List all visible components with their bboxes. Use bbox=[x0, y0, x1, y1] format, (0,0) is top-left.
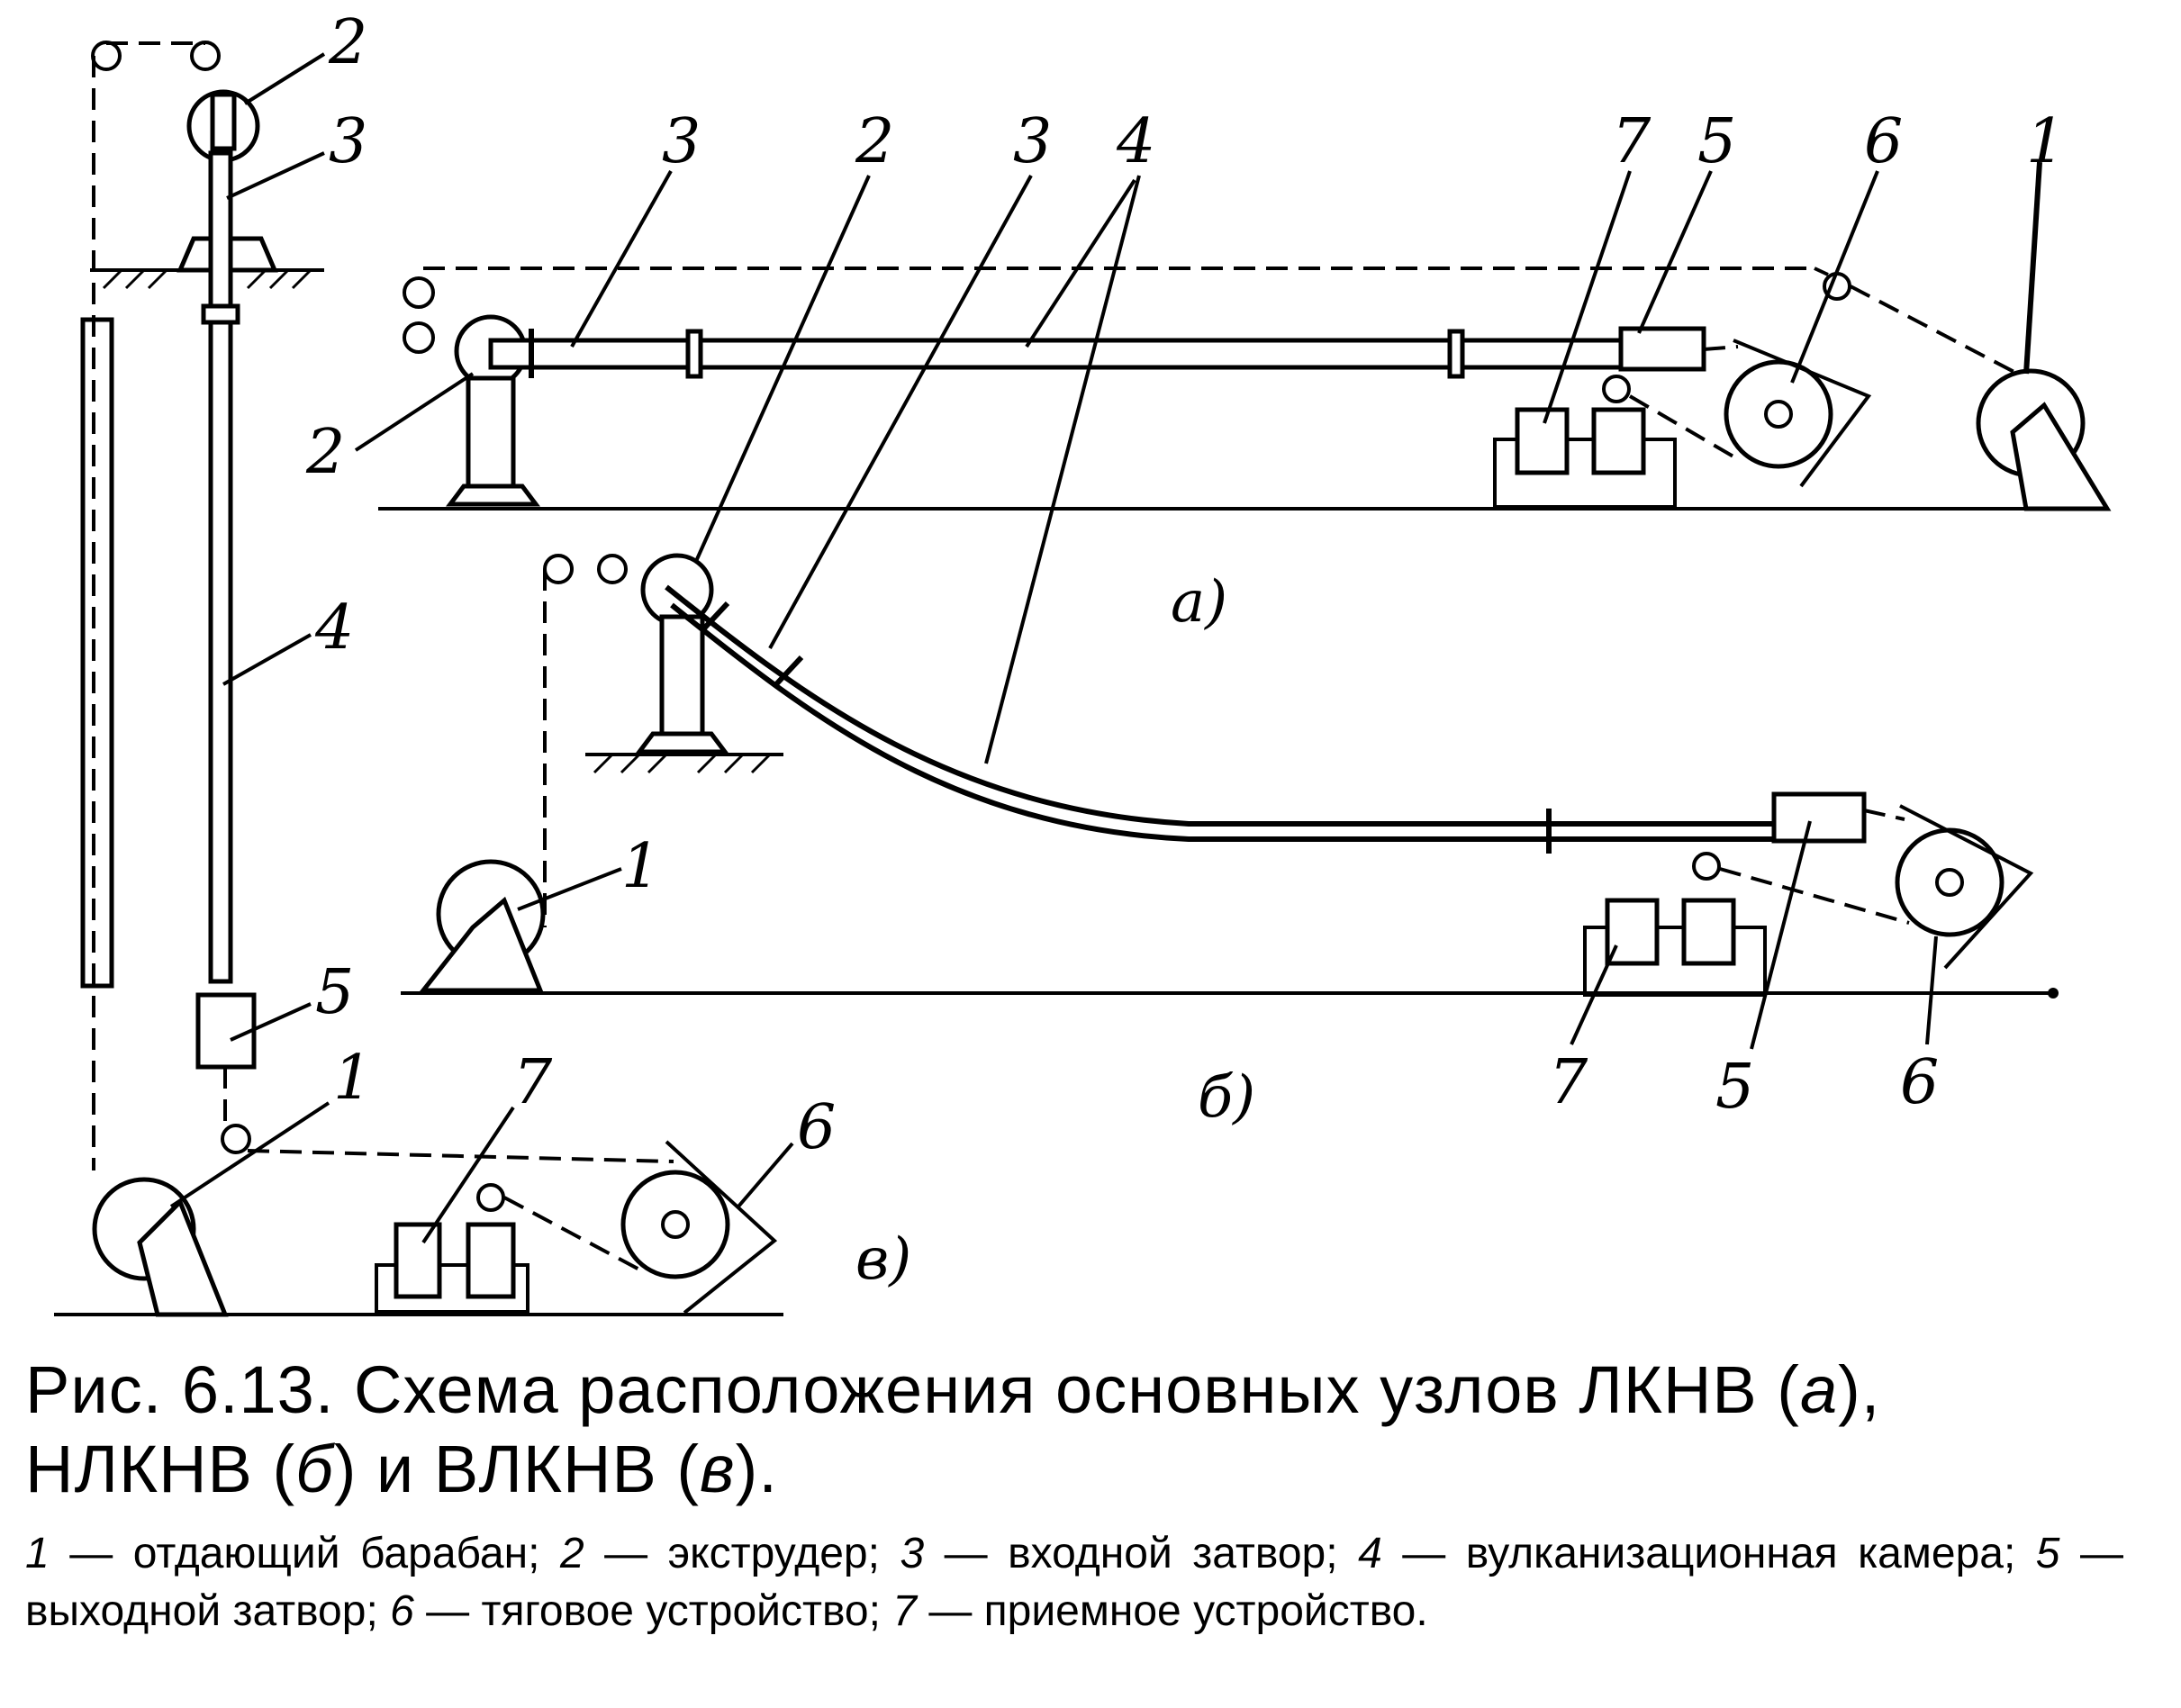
legend-num-3: 3 bbox=[900, 1530, 925, 1577]
inclined-line-diagram: 1 7 5 6 б) bbox=[401, 553, 2059, 1131]
label-1-b: 1 bbox=[621, 831, 660, 902]
catenary-vulcanization-tube bbox=[665, 584, 1783, 827]
exit-seal-a bbox=[1618, 326, 1706, 372]
label-2-v: 2 bbox=[328, 7, 367, 78]
vertical-vulcanization-tube bbox=[208, 150, 233, 984]
vertical-line-diagram: 2 3 4 5 1 7 6 в) bbox=[54, 7, 911, 1317]
label-1-v: 1 bbox=[333, 1043, 372, 1114]
figure-caption: Рис. 6.13. Схема расположения основных у… bbox=[25, 1351, 2123, 1640]
legend-num-2: 2 bbox=[559, 1530, 584, 1577]
haul-off-v bbox=[620, 1170, 730, 1279]
schematic-figure: 2 3 4 5 1 7 6 в) bbox=[54, 7, 2112, 1317]
caption-title-mid1: ), НЛКНВ ( bbox=[25, 1352, 1881, 1506]
subfigure-label-a: а) bbox=[1171, 569, 1227, 636]
label-3-b: 3 bbox=[1013, 106, 1052, 177]
legend-text-2: — экструдер; bbox=[584, 1530, 900, 1577]
exit-seal-v bbox=[195, 992, 257, 1070]
exit-seal-b bbox=[1771, 791, 1867, 844]
label-7-b: 7 bbox=[1549, 1047, 1588, 1118]
label-4-shared: 4 bbox=[1116, 106, 1155, 177]
subfigure-label-b: б) bbox=[1198, 1064, 1255, 1131]
vertical-support-bar bbox=[80, 317, 114, 989]
label-4-v: 4 bbox=[314, 592, 354, 664]
legend-text-4: — вулканизационная камера; bbox=[1381, 1530, 2036, 1577]
haul-off-a bbox=[1724, 359, 1833, 469]
subfigure-label-c: в) bbox=[855, 1226, 911, 1293]
legend-text-1: — отдающий барабан; bbox=[49, 1530, 560, 1577]
caption-title-prefix: Рис. 6.13. Схема расположения основных у… bbox=[25, 1352, 1800, 1427]
legend-num-6: 6 bbox=[390, 1587, 414, 1635]
caption-title: Рис. 6.13. Схема расположения основных у… bbox=[25, 1351, 2123, 1509]
caption-legend: 1 — отдающий барабан; 2 — экструдер; 3 —… bbox=[25, 1525, 2123, 1640]
label-3-a: 3 bbox=[662, 106, 701, 177]
caption-title-end: ). bbox=[735, 1432, 778, 1506]
legend-text-7: — приемное устройство. bbox=[916, 1587, 1428, 1635]
label-7-a: 7 bbox=[1612, 106, 1652, 177]
label-5-v: 5 bbox=[315, 957, 354, 1028]
label-6-a: 6 bbox=[1864, 106, 1903, 177]
horizontal-line-diagram: 3 2 7 5 6 1 а) bbox=[305, 106, 2112, 636]
label-2-b: 2 bbox=[855, 106, 894, 177]
legend-num-4: 4 bbox=[1358, 1530, 1382, 1577]
legend-num-7: 7 bbox=[892, 1587, 917, 1635]
legend-num-1: 1 bbox=[25, 1530, 50, 1577]
shared-labels: 2 3 4 bbox=[692, 106, 1155, 764]
label-1-a: 1 bbox=[2026, 106, 2065, 177]
caption-title-mid2: ) и ВЛКНВ ( bbox=[333, 1432, 701, 1506]
haul-off-b bbox=[1895, 827, 2005, 937]
label-5-b: 5 bbox=[1715, 1052, 1754, 1123]
label-6-b: 6 bbox=[1900, 1047, 1939, 1118]
legend-text-6: — тяговое устройство; bbox=[413, 1587, 893, 1635]
caption-title-b: б bbox=[295, 1432, 334, 1506]
label-2-a: 2 bbox=[305, 417, 345, 488]
label-5-a: 5 bbox=[1697, 106, 1736, 177]
caption-title-c: в bbox=[700, 1432, 736, 1506]
legend-text-5: — выходной затвор; bbox=[25, 1530, 2123, 1635]
label-7-v: 7 bbox=[513, 1047, 553, 1118]
legend-text-3: — входной затвор; bbox=[924, 1530, 1359, 1577]
label-3-v: 3 bbox=[329, 106, 367, 177]
legend-num-5: 5 bbox=[2035, 1530, 2060, 1577]
label-6-v: 6 bbox=[797, 1092, 836, 1163]
caption-title-a: а bbox=[1799, 1352, 1839, 1427]
